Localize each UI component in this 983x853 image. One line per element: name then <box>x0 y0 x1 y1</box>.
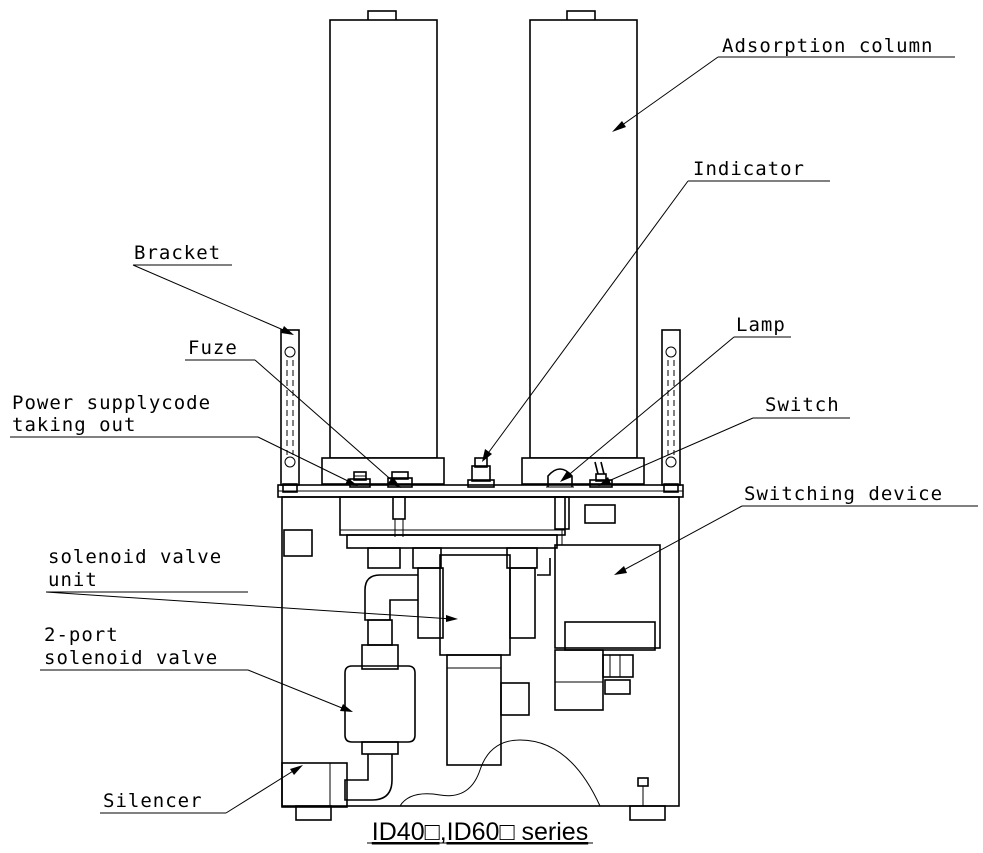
adsorption-column-right <box>521 10 645 485</box>
label-silencer: Silencer <box>103 790 203 812</box>
label-two-port-line1: 2-port <box>44 624 119 646</box>
fuze-body <box>392 496 406 537</box>
label-indicator: Indicator <box>693 158 805 180</box>
label-switching-device: Switching device <box>744 483 943 505</box>
adsorption-column-left <box>321 10 445 485</box>
label-adsorption-column: Adsorption column <box>722 35 933 57</box>
label-bracket: Bracket <box>134 242 221 264</box>
two-port-solenoid-valve-body <box>344 644 416 801</box>
switch-body <box>554 496 616 545</box>
silencer-body <box>281 762 348 808</box>
internal-plate <box>283 496 566 557</box>
label-power-supply-line1: Power supplycode <box>12 392 211 414</box>
label-power-supply-line2: taking out <box>12 414 136 436</box>
label-switch: Switch <box>765 394 840 416</box>
switching-device-body <box>554 544 661 711</box>
indicator-device <box>467 457 495 488</box>
leader-lines <box>10 56 978 814</box>
toggle-switch <box>589 461 613 488</box>
bracket-right <box>661 329 681 493</box>
solenoid-valve-unit-body <box>367 547 551 766</box>
label-fuze: Fuze <box>188 337 238 359</box>
elbow-pipe-top <box>364 574 418 646</box>
label-two-port-line2: solenoid valve <box>44 647 218 669</box>
cutaway-line <box>399 739 601 807</box>
lamp-device <box>546 468 574 488</box>
bracket-left <box>280 329 300 493</box>
label-lamp: Lamp <box>736 314 786 336</box>
label-solenoid-valve-unit-line1: solenoid valve <box>48 546 222 568</box>
caption: ID40□,ID60□ series <box>372 818 588 846</box>
label-solenoid-valve-unit-line2: unit <box>48 569 98 591</box>
